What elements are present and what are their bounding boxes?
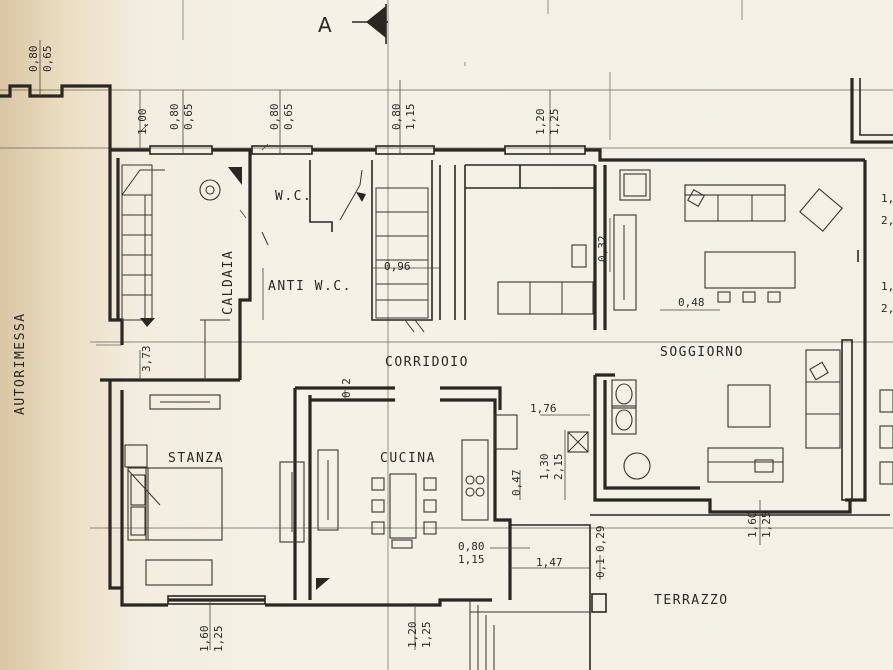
dim-corr-02: 0,2 (340, 378, 353, 398)
dim-caldaia-win-b: 0,65 (182, 104, 195, 131)
dim-wall-048: 0,48 (678, 296, 705, 309)
dim-sogg-160: 1,60 (746, 512, 759, 539)
dim-sogg-125: 1,25 (760, 512, 773, 539)
room-label-anti-wc: ANTI W.C. (268, 279, 352, 294)
dim-terr-147: 1,47 (536, 556, 563, 569)
section-mark: A (318, 4, 388, 44)
dim-wc-win-b: 0,65 (282, 104, 295, 131)
room-label-stanza: STANZA (168, 451, 224, 466)
room-label-soggiorno: SOGGIORNO (660, 345, 744, 360)
dim-stair-win-a: 0,80 (390, 104, 403, 131)
kitchen-furniture (316, 414, 589, 590)
dim-cucina-120: 1,20 (406, 622, 419, 649)
room-label-corridoio: CORRIDOIO (385, 355, 469, 370)
section-mark-label: A (318, 13, 332, 37)
dim-caldaia-win-a: 0,80 (168, 104, 181, 131)
dim-right-a: 1, (881, 192, 893, 205)
dim-terr-029: 0,29 (594, 526, 607, 553)
room-label-caldaia: CALDAIA (221, 250, 236, 315)
room-labels: AUTORIMESSA CALDAIA W.C. ANTI W.C. CORRI… (13, 189, 744, 608)
dim-stair-win-b: 1,15 (404, 104, 417, 131)
dim-right-d: 2, (881, 302, 893, 315)
dim-cucina-176: 1,76 (530, 402, 557, 415)
dimension-lines (39, 40, 761, 650)
dim-bath-080: 0,80 (458, 540, 485, 553)
bath-fixtures (611, 379, 637, 435)
dim-wall-096: 0,96 (384, 260, 411, 273)
wc-fixtures (199, 167, 269, 380)
dim-stanza-160: 1,60 (198, 626, 211, 653)
dim-right-b: 2, (881, 214, 893, 227)
dim-cucina-047: 0,47 (510, 470, 523, 497)
room-label-autorimessa: AUTORIMESSA (13, 312, 28, 415)
dim-wc-win-a: 0,80 (268, 104, 281, 131)
bedroom-furniture (124, 394, 305, 586)
dim-cucina-125: 1,25 (420, 622, 433, 649)
dim-bath-115: 1,15 (458, 553, 485, 566)
dim-stanza-125: 1,25 (212, 626, 225, 653)
room-label-cucina: CUCINA (380, 451, 436, 466)
living-furniture (497, 169, 893, 485)
staircase-center (339, 169, 429, 333)
dim-cucina-215: 2,15 (552, 454, 565, 481)
dim-top-left-b: 0,65 (41, 46, 54, 73)
dim-garage-door: 1,00 (136, 109, 149, 136)
dim-kitchen-win-a: 1,20 (534, 109, 547, 136)
dim-cucina-130: 1,30 (538, 454, 551, 481)
dimension-labels: 0,80 0,65 1,00 0,80 0,65 0,80 0,65 0,80 … (27, 46, 893, 653)
dim-top-left-a: 0,80 (27, 46, 40, 73)
dim-right-c: 1, (881, 280, 893, 293)
staircase-left (121, 164, 165, 327)
room-label-wc: W.C. (275, 189, 312, 204)
dim-wall-032: 0,32 (596, 236, 609, 263)
dim-kitchen-win-b: 1,25 (548, 109, 561, 136)
walls (0, 78, 893, 670)
dim-garage-373: 3,73 (140, 346, 153, 373)
room-label-terrazzo: TERRAZZO (654, 593, 729, 608)
dim-terr-01: 0,1 (594, 558, 607, 578)
